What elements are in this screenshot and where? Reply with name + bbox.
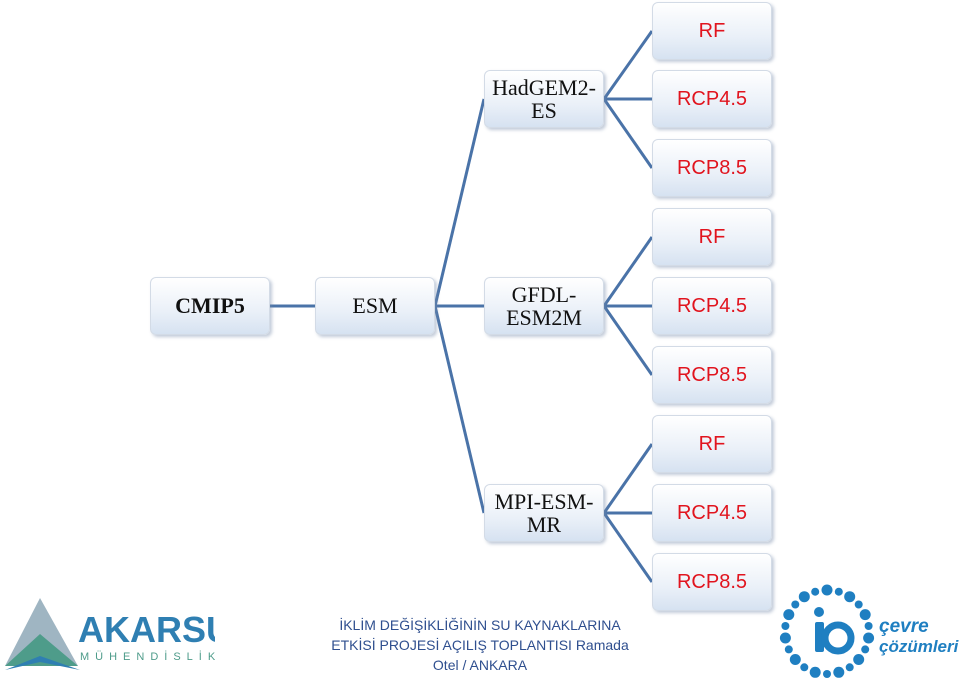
cevre-logo-dot [833, 666, 845, 678]
cevre-logo-dot [853, 654, 865, 665]
model-label-line2: ESM2M [506, 305, 582, 330]
scenario-label: RCP8.5 [676, 156, 748, 179]
cevre-logo-dot [844, 591, 856, 603]
akarsu-logo-name: AKARSU [78, 609, 215, 650]
cevre-logo-dot-ring [779, 584, 875, 678]
cevre-logo-dot [811, 587, 820, 596]
scenario-label: RF [698, 432, 726, 455]
node-model-mpi-esm-mr: MPI-ESM- MR [484, 484, 604, 542]
scenario-rcp85: RCP8.5 [652, 553, 772, 611]
cevre-logo-dot [859, 609, 871, 621]
akarsu-logo-sub: MÜHENDİSLİK [80, 650, 215, 663]
footer-line-2: ETKİSİ PROJESİ AÇILIŞ TOPLANTISI Ramada [331, 637, 629, 653]
connector-model-scenario [602, 443, 654, 514]
model-label-line1: GFDL- [511, 281, 577, 307]
scenario-rcp85: RCP8.5 [652, 139, 772, 197]
scenario-label: RCP8.5 [676, 570, 748, 593]
scenario-label: RF [698, 19, 726, 42]
connector-model-scenario [602, 236, 654, 307]
node-cmip5-label: CMIP5 [175, 293, 245, 319]
cevre-logo-dot [781, 622, 790, 630]
scenario-label: RF [698, 225, 726, 248]
connector-model-scenario [602, 305, 654, 376]
akarsu-logo-mountain-teal [5, 634, 78, 666]
cevre-logo-i-stem [815, 622, 824, 652]
cevre-cozumleri-logo: çevre çözümleri [779, 584, 960, 678]
model-label-line1: HadGEM2- [492, 74, 596, 100]
cevre-logo-dot [861, 645, 870, 654]
cevre-logo-o [821, 621, 855, 655]
cevre-logo-dot [791, 600, 800, 609]
scenario-label: RCP8.5 [676, 363, 748, 386]
scenario-rcp45: RCP4.5 [652, 277, 772, 335]
node-cmip5: CMIP5 [150, 277, 270, 335]
cevre-logo-dot [798, 591, 810, 603]
connector-esm-model [433, 305, 486, 514]
connector-esm-model [433, 98, 486, 307]
cevre-logo-dot [854, 600, 863, 609]
model-label-line2: MR [526, 512, 562, 537]
scenario-rcp45: RCP4.5 [652, 484, 772, 542]
cevre-logo-dot [779, 632, 791, 644]
scenario-label: RCP4.5 [676, 294, 748, 317]
cevre-logo-dot [834, 587, 843, 596]
cevre-logo-dot [821, 584, 833, 596]
cevre-logo-dot [863, 632, 875, 644]
cevre-logo-dot [823, 670, 831, 678]
model-label-line2: ES [531, 98, 557, 123]
scenario-label: RCP4.5 [676, 501, 748, 524]
akarsu-logo: AKARSU MÜHENDİSLİK [5, 598, 215, 670]
scenario-rcp85: RCP8.5 [652, 346, 772, 404]
connector-model-scenario [602, 98, 654, 169]
scenario-rf: RF [652, 208, 772, 266]
footer-caption: İKLİM DEĞİŞİKLİĞİNİN SU KAYNAKLARINA ETK… [320, 615, 640, 675]
footer-line-3: Otel / ANKARA [432, 657, 528, 673]
connector-lines [270, 30, 654, 583]
scenario-rf: RF [652, 415, 772, 473]
scenario-rf: RF [652, 2, 772, 60]
node-esm-label: ESM [352, 293, 398, 319]
cevre-logo-dot [789, 654, 801, 665]
cevre-logo-dot [783, 609, 795, 621]
node-model-gfdl-esm2m: GFDL- ESM2M [484, 277, 604, 335]
cevre-logo-dot [784, 645, 793, 654]
cevre-logo-dot [864, 622, 873, 630]
scenario-rcp45: RCP4.5 [652, 70, 772, 128]
cevre-logo-dot [809, 666, 821, 678]
connector-model-scenario [602, 512, 654, 583]
cevre-logo-line2: çözümleri [879, 637, 960, 656]
akarsu-logo-mountain-light [5, 598, 78, 666]
cevre-logo-i-dot [814, 607, 824, 617]
node-model-hadgem2-es: HadGEM2- ES [484, 70, 604, 128]
node-esm: ESM [315, 277, 435, 335]
cevre-logo-line1: çevre [879, 616, 929, 637]
connector-model-scenario [602, 30, 654, 100]
footer-line-1: İKLİM DEĞİŞİKLİĞİNİN SU KAYNAKLARINA [339, 617, 621, 633]
akarsu-logo-wave [5, 656, 80, 670]
scenario-label: RCP4.5 [676, 87, 748, 110]
cevre-logo-dot [800, 663, 809, 672]
cevre-logo-dot [845, 663, 854, 672]
model-label-line1: MPI-ESM- [494, 488, 594, 514]
